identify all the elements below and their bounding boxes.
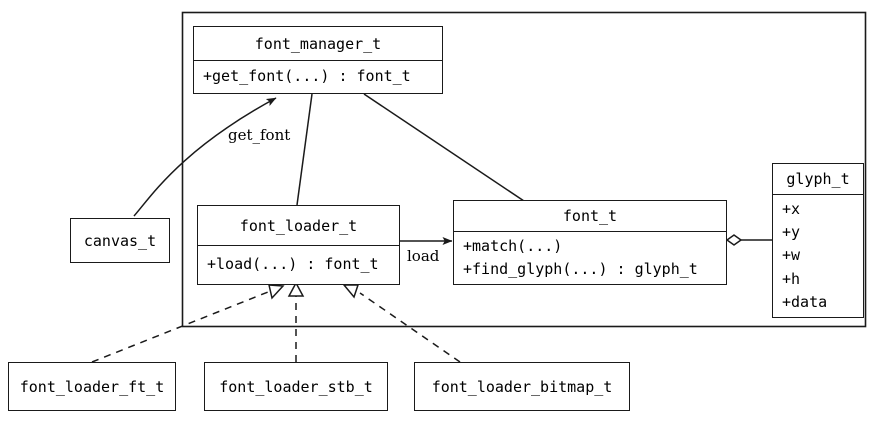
realization-triangle-stb-icon (287, 281, 305, 297)
member-data: +data (782, 292, 828, 311)
edge-font-loader-bitmap-dashed (359, 292, 461, 363)
member-get-font: +get_font(...) : font_t (203, 67, 411, 86)
edge-label-load: load (407, 247, 440, 265)
class-title-glyph-t: glyph_t (786, 169, 850, 188)
edge-canvas-to-font-manager (133, 97, 277, 217)
class-title-font-loader-ft-t: font_loader_ft_t (19, 377, 165, 396)
member-w: +w (782, 246, 801, 265)
class-title-font-loader-stb-t: font_loader_stb_t (219, 377, 373, 396)
class-members-font-loader-t: +load(...) : font_t (198, 245, 399, 284)
class-box-font-t[interactable]: font_t +match(...) +find_glyph(...) : gl… (453, 200, 727, 285)
edge-label-get-font: get_font (228, 126, 291, 144)
member-match: +match(...) (463, 236, 563, 255)
class-box-glyph-t[interactable]: glyph_t +x +y +w +h +data (772, 163, 864, 318)
class-box-font-loader-ft-t[interactable]: font_loader_ft_t (8, 362, 176, 411)
edge-font-manager-to-font (363, 93, 525, 202)
class-title-font-loader-t: font_loader_t (239, 216, 358, 235)
member-h: +h (782, 269, 801, 288)
aggregation-diamond-icon (725, 234, 743, 246)
realization-triangle-bitmap-icon (342, 284, 360, 299)
member-load: +load(...) : font_t (207, 255, 379, 274)
member-find-glyph: +find_glyph(...) : glyph_t (463, 259, 698, 278)
edge-font-manager-to-font-loader (296, 93, 313, 206)
class-members-font-t: +match(...) +find_glyph(...) : glyph_t (454, 230, 726, 285)
realization-triangle-ft-icon (268, 284, 285, 300)
class-title-canvas-t: canvas_t (83, 231, 157, 250)
class-title-font-t: font_t (562, 206, 618, 225)
class-box-font-loader-stb-t[interactable]: font_loader_stb_t (204, 362, 388, 411)
class-box-font-manager-t[interactable]: font_manager_t +get_font(...) : font_t (193, 26, 443, 94)
class-members-glyph-t: +x +y +w +h +data (773, 193, 863, 317)
outer-package-frame (181, 11, 867, 328)
member-y: +y (782, 223, 801, 241)
class-box-canvas-t[interactable]: canvas_t (70, 218, 170, 263)
class-box-font-loader-bitmap-t[interactable]: font_loader_bitmap_t (414, 362, 630, 411)
class-title-font-manager-t: font_manager_t (254, 34, 382, 53)
member-x: +x (782, 199, 801, 218)
edge-font-loader-ft-dashed (91, 291, 269, 363)
class-title-font-loader-bitmap-t: font_loader_bitmap_t (431, 377, 613, 396)
class-box-font-loader-t[interactable]: font_loader_t +load(...) : font_t (197, 205, 400, 285)
class-members-font-manager-t: +get_font(...) : font_t (194, 60, 442, 93)
